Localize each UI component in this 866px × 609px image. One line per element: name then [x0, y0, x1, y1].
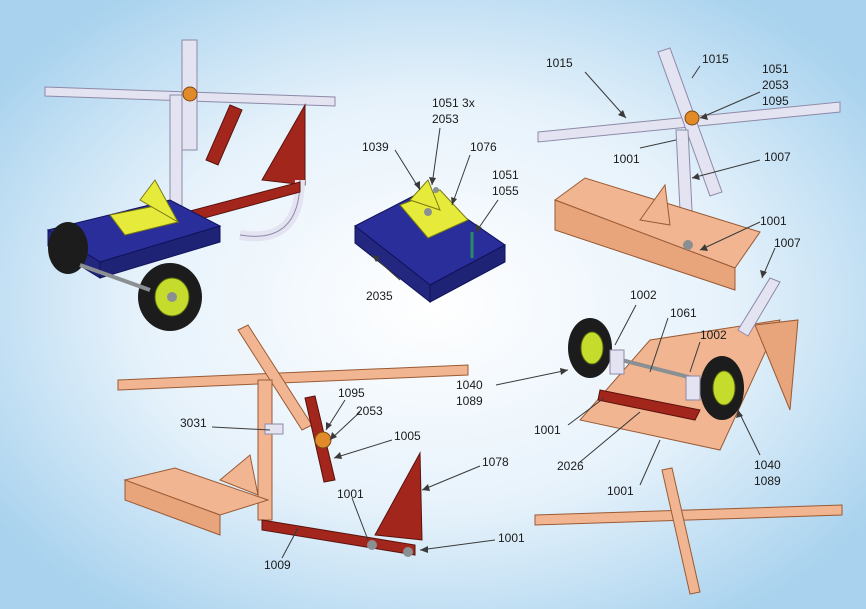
mast-salmon — [257, 379, 273, 521]
red-strip-2026 — [597, 389, 701, 421]
lilac-bracket-1007 — [737, 277, 781, 337]
label-3031: 3031 — [180, 416, 207, 430]
model-bottom-left — [117, 324, 469, 557]
label-2053-a: 2053 — [432, 112, 459, 126]
label-1007-a: 1007 — [764, 150, 791, 164]
label-1001-a: 1001 — [613, 152, 640, 166]
rotor-strip-bottom — [534, 504, 843, 526]
label-2035: 2035 — [366, 289, 393, 303]
label-1089-b: 1089 — [754, 474, 781, 488]
label-1001-f: 1001 — [498, 531, 525, 545]
label-1001-e: 1001 — [337, 487, 364, 501]
leader-lines — [211, 65, 776, 559]
label-1002-a: 1002 — [630, 288, 657, 302]
label-2053-c: 2053 — [356, 404, 383, 418]
label-1095-a: 1095 — [762, 94, 789, 108]
leader-arrowheads — [326, 110, 767, 553]
label-1051-b: 1051 — [762, 62, 789, 76]
label-1002-b: 1002 — [700, 328, 727, 342]
label-1076: 1076 — [470, 140, 497, 154]
red-tail-plate — [261, 103, 306, 186]
red-plate-1078 — [374, 451, 423, 541]
label-1015-b: 1015 — [702, 52, 729, 66]
label-1078: 1078 — [482, 455, 509, 469]
label-1001-b: 1001 — [760, 214, 787, 228]
label-1095-b: 1095 — [338, 386, 365, 400]
wheel-back — [48, 222, 88, 274]
label-1007-b: 1007 — [774, 236, 801, 250]
model-top-left — [44, 39, 336, 331]
rotor-strip-horizontal — [117, 364, 469, 391]
model-bottom-right — [534, 277, 843, 595]
model-top-middle — [354, 179, 506, 304]
label-1051-a: 1051 — [492, 168, 519, 182]
label-1039: 1039 — [362, 140, 389, 154]
label-1015-a: 1015 — [546, 56, 573, 70]
label-1089-a: 1089 — [456, 394, 483, 408]
label-1009: 1009 — [264, 558, 291, 572]
label-1040-b: 1040 — [754, 458, 781, 472]
label-1005: 1005 — [394, 429, 421, 443]
label-1001-c: 1001 — [534, 423, 561, 437]
label-2026: 2026 — [557, 459, 584, 473]
salmon-side-plate — [754, 319, 799, 411]
label-1051-3x: 1051 3x — [432, 96, 475, 110]
rotor-nut — [182, 86, 198, 102]
label-1001-d: 1001 — [607, 484, 634, 498]
label-1055: 1055 — [492, 184, 519, 198]
label-2053-b: 2053 — [762, 78, 789, 92]
label-1061: 1061 — [670, 306, 697, 320]
label-1040-a: 1040 — [456, 378, 483, 392]
